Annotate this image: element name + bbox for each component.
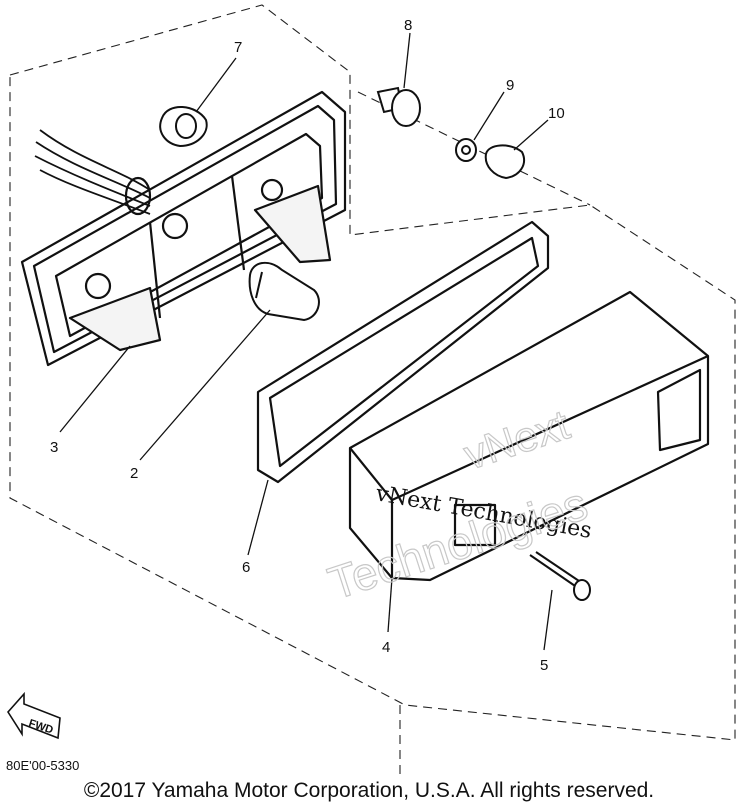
assembly-boundary <box>9 4 736 780</box>
callout-2: 2 <box>130 465 138 482</box>
callout-8: 8 <box>404 17 412 34</box>
lamp-housing <box>20 90 347 367</box>
callout-5: 5 <box>540 657 548 674</box>
part-callouts: 7 8 9 10 3 2 6 4 5 <box>50 17 565 674</box>
callout-7: 7 <box>234 39 242 56</box>
lens-screw <box>529 551 591 601</box>
callout-9: 9 <box>506 77 514 94</box>
mounting-hardware <box>376 86 525 180</box>
callout-6: 6 <box>242 559 250 576</box>
lens-gasket <box>256 220 550 484</box>
copyright-notice: ©2017 Yamaha Motor Corporation, U.S.A. A… <box>83 779 655 802</box>
drawing-code: 80E'00-5330 <box>6 758 79 773</box>
lens <box>348 290 710 582</box>
callout-4: 4 <box>382 639 390 656</box>
fwd-arrow: FWD <box>7 691 61 740</box>
callout-3: 3 <box>50 439 58 456</box>
leader-lines <box>59 32 553 651</box>
grommet <box>159 105 208 148</box>
callout-10: 10 <box>548 105 565 122</box>
bulb <box>248 261 320 322</box>
